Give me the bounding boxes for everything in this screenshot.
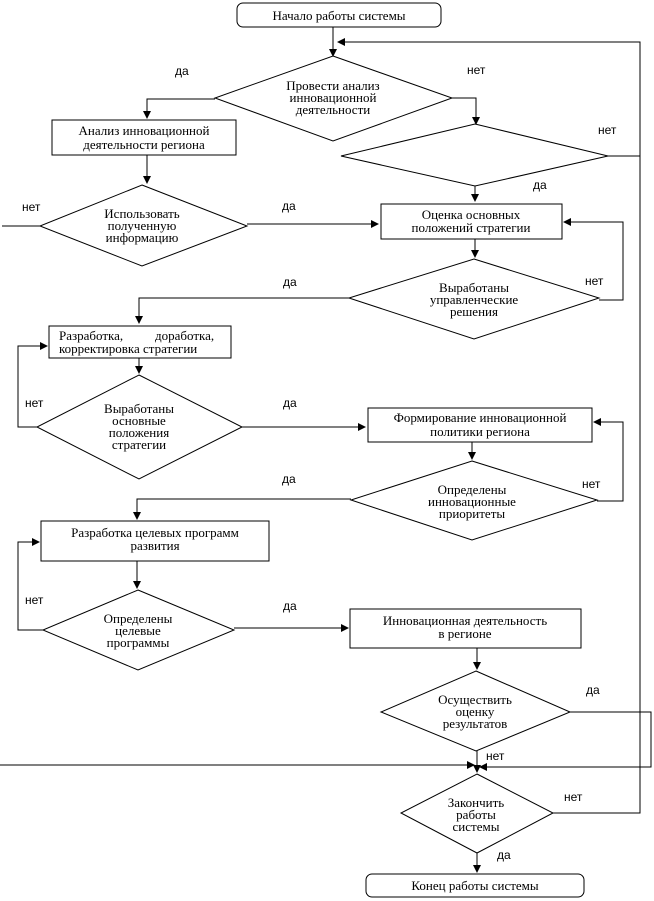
svg-text:политики региона: политики региона [430, 424, 530, 439]
strategy-decision: Выработаны основные положения стратегии [35, 374, 244, 480]
no-label: нет [25, 396, 44, 410]
svg-text:приоритеты: приоритеты [439, 506, 506, 521]
development-box: Разработка, доработка, корректировка стр… [48, 325, 232, 359]
svg-text:основные: основные [112, 413, 166, 428]
evaluation-box: Оценка основных положений стратегии [380, 203, 563, 240]
connectors [0, 27, 652, 873]
svg-text:Начало работы системы: Начало работы системы [272, 8, 405, 23]
policy-box: Формирование инновационной политики реги… [367, 407, 593, 443]
yes-label: да [282, 472, 296, 486]
svg-text:положения: положения [109, 425, 169, 440]
no-label: нет [582, 477, 601, 491]
no-label: нет [486, 749, 505, 763]
programs-decision: Определены целевые программы [41, 589, 236, 671]
svg-text:Определены: Определены [104, 611, 173, 626]
svg-text:Разработка,: Разработка, [59, 328, 123, 343]
finish-decision: Закончить работы системы [399, 773, 555, 854]
no-label: нет [564, 790, 583, 804]
svg-text:целевые: целевые [115, 623, 161, 638]
svg-text:корректировка стратегии: корректировка стратегии [59, 341, 197, 356]
no-label: нет [467, 63, 486, 77]
svg-text:Формирование инновационной: Формирование инновационной [394, 410, 567, 425]
yes-label: да [283, 396, 297, 410]
end-terminal: Конец работы системы [365, 873, 585, 898]
no-label: нет [585, 274, 604, 288]
priorities-decision: Определены инновационные приоритеты [349, 460, 599, 541]
svg-text:системы: системы [453, 819, 500, 834]
yes-label: да [586, 683, 600, 697]
svg-text:Определены: Определены [438, 482, 507, 497]
analyze-decision: Провести анализ инновационной деятельнос… [213, 55, 454, 142]
yes-label: да [497, 848, 511, 862]
no-label: нет [598, 123, 617, 137]
yes-label: да [283, 599, 297, 613]
svg-text:инновационные: инновационные [428, 494, 516, 509]
svg-text:Конец работы системы: Конец работы системы [411, 878, 539, 893]
svg-text:Выработаны: Выработаны [439, 280, 509, 295]
yes-label: да [175, 64, 189, 78]
svg-text:положений стратегии: положений стратегии [412, 220, 531, 235]
svg-text:деятельности: деятельности [296, 102, 370, 117]
svg-text:развития: развития [130, 538, 179, 553]
decisions-decision: Выработаны управленческие решения [347, 258, 601, 340]
svg-text:Инновационная деятельность: Инновационная деятельность [383, 613, 547, 628]
svg-text:деятельности региона: деятельности региона [83, 137, 205, 152]
programs-box: Разработка целевых программ развития [40, 520, 270, 562]
no-label: нет [22, 200, 41, 214]
activity-box: Инновационная деятельность в регионе [349, 608, 582, 649]
svg-text:стратегии: стратегии [112, 437, 166, 452]
svg-text:Анализ инновационной: Анализ инновационной [79, 123, 210, 138]
start-terminal: Начало работы системы [236, 2, 442, 28]
svg-text:Использовать: Использовать [104, 206, 180, 221]
svg-text:доработка,: доработка, [155, 328, 214, 343]
empty-decision [340, 123, 609, 187]
svg-text:Осуществить: Осуществить [438, 692, 512, 707]
svg-text:решения: решения [450, 304, 498, 319]
svg-text:полученную: полученную [108, 218, 177, 233]
yes-label: да [533, 178, 547, 192]
branch-labels: да нет нет да нет да да нет нет да да не… [22, 63, 617, 862]
svg-text:Провести анализ: Провести анализ [286, 78, 379, 93]
svg-text:результатов: результатов [443, 716, 508, 731]
svg-text:Оценка основных: Оценка основных [422, 207, 521, 222]
use-info-decision: Использовать полученную информацию [38, 184, 249, 267]
yes-label: да [282, 199, 296, 213]
svg-text:программы: программы [107, 635, 170, 650]
no-label: нет [25, 593, 44, 607]
svg-text:информацию: информацию [106, 230, 179, 245]
svg-text:оценку: оценку [456, 704, 495, 719]
svg-text:в регионе: в регионе [438, 626, 491, 641]
svg-text:Закончить: Закончить [448, 795, 505, 810]
svg-text:инновационной: инновационной [290, 90, 377, 105]
svg-text:Разработка целевых программ: Разработка целевых программ [71, 525, 239, 540]
yes-label: да [283, 275, 297, 289]
assess-decision: Осуществить оценку результатов [379, 670, 572, 752]
svg-text:Выработаны: Выработаны [104, 401, 174, 416]
svg-text:управленческие: управленческие [430, 292, 519, 307]
svg-text:работы: работы [456, 807, 496, 822]
analysis-box: Анализ инновационной деятельности регион… [51, 119, 237, 156]
